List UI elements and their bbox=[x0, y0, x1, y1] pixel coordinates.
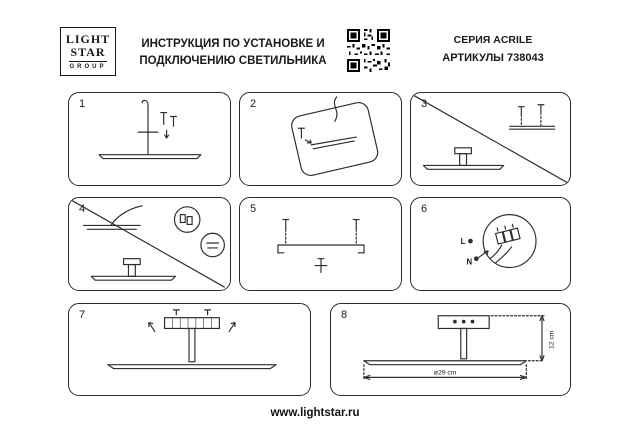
step-5-number: 5 bbox=[250, 203, 257, 215]
step-6-number: 6 bbox=[421, 203, 428, 215]
page-title-line1: ИНСТРУКЦИЯ ПО УСТАНОВКЕ И bbox=[141, 38, 325, 50]
step-panel-7: 7 bbox=[68, 303, 311, 396]
logo-text-star: STAR bbox=[70, 45, 106, 59]
step-4-number: 4 bbox=[79, 203, 86, 215]
step-3-number: 3 bbox=[421, 98, 428, 110]
website-url: www.lightstar.ru bbox=[270, 407, 360, 419]
step-panel-5: 5 bbox=[239, 197, 402, 291]
step-5-drawing bbox=[277, 218, 365, 273]
logo-text-light: LIGHT bbox=[65, 32, 111, 47]
articles-label: АРТИКУЛЫ 738043 bbox=[442, 52, 544, 64]
page-title-line2: ПОДКЛЮЧЕНИЮ СВЕТИЛЬНИКА bbox=[139, 54, 327, 67]
step-1-drawing bbox=[98, 99, 202, 160]
step-4-drawing bbox=[72, 200, 225, 288]
step-panel-8: 8 ø29 cm 12 cm bbox=[330, 303, 571, 396]
neutral-wire-label: N bbox=[467, 258, 473, 267]
step-3-drawing bbox=[414, 95, 567, 183]
qr-code-icon bbox=[345, 27, 392, 74]
step-panel-3: 3 bbox=[410, 92, 571, 186]
step-panel-2: 2 bbox=[239, 92, 402, 186]
step-panel-6: 6 L N bbox=[410, 197, 571, 291]
step-2-number: 2 bbox=[250, 98, 257, 110]
step-7-drawing bbox=[107, 309, 277, 370]
step-8-number: 8 bbox=[341, 309, 348, 321]
step-7-number: 7 bbox=[79, 309, 86, 321]
live-wire-label: L bbox=[461, 237, 466, 246]
diameter-dimension-label: ø29 cm bbox=[434, 369, 457, 376]
page-title: ИНСТРУКЦИЯ ПО УСТАНОВКЕ И ПОДКЛЮЧЕНИЮ СВ… bbox=[122, 36, 344, 69]
lightstar-logo: LIGHT STAR GROUP bbox=[60, 27, 116, 76]
height-dimension-label: 12 cm bbox=[549, 330, 556, 349]
step-panel-1: 1 bbox=[68, 92, 231, 186]
logo-text-group: GROUP bbox=[69, 60, 107, 70]
series-label: СЕРИЯ ACRILE bbox=[453, 34, 533, 46]
step-2-drawing bbox=[291, 96, 379, 177]
step-1-number: 1 bbox=[79, 98, 86, 110]
step-6-drawing: L N bbox=[461, 214, 537, 269]
step-8-drawing: ø29 cm 12 cm bbox=[363, 315, 556, 381]
step-panel-4: 4 bbox=[68, 197, 231, 291]
